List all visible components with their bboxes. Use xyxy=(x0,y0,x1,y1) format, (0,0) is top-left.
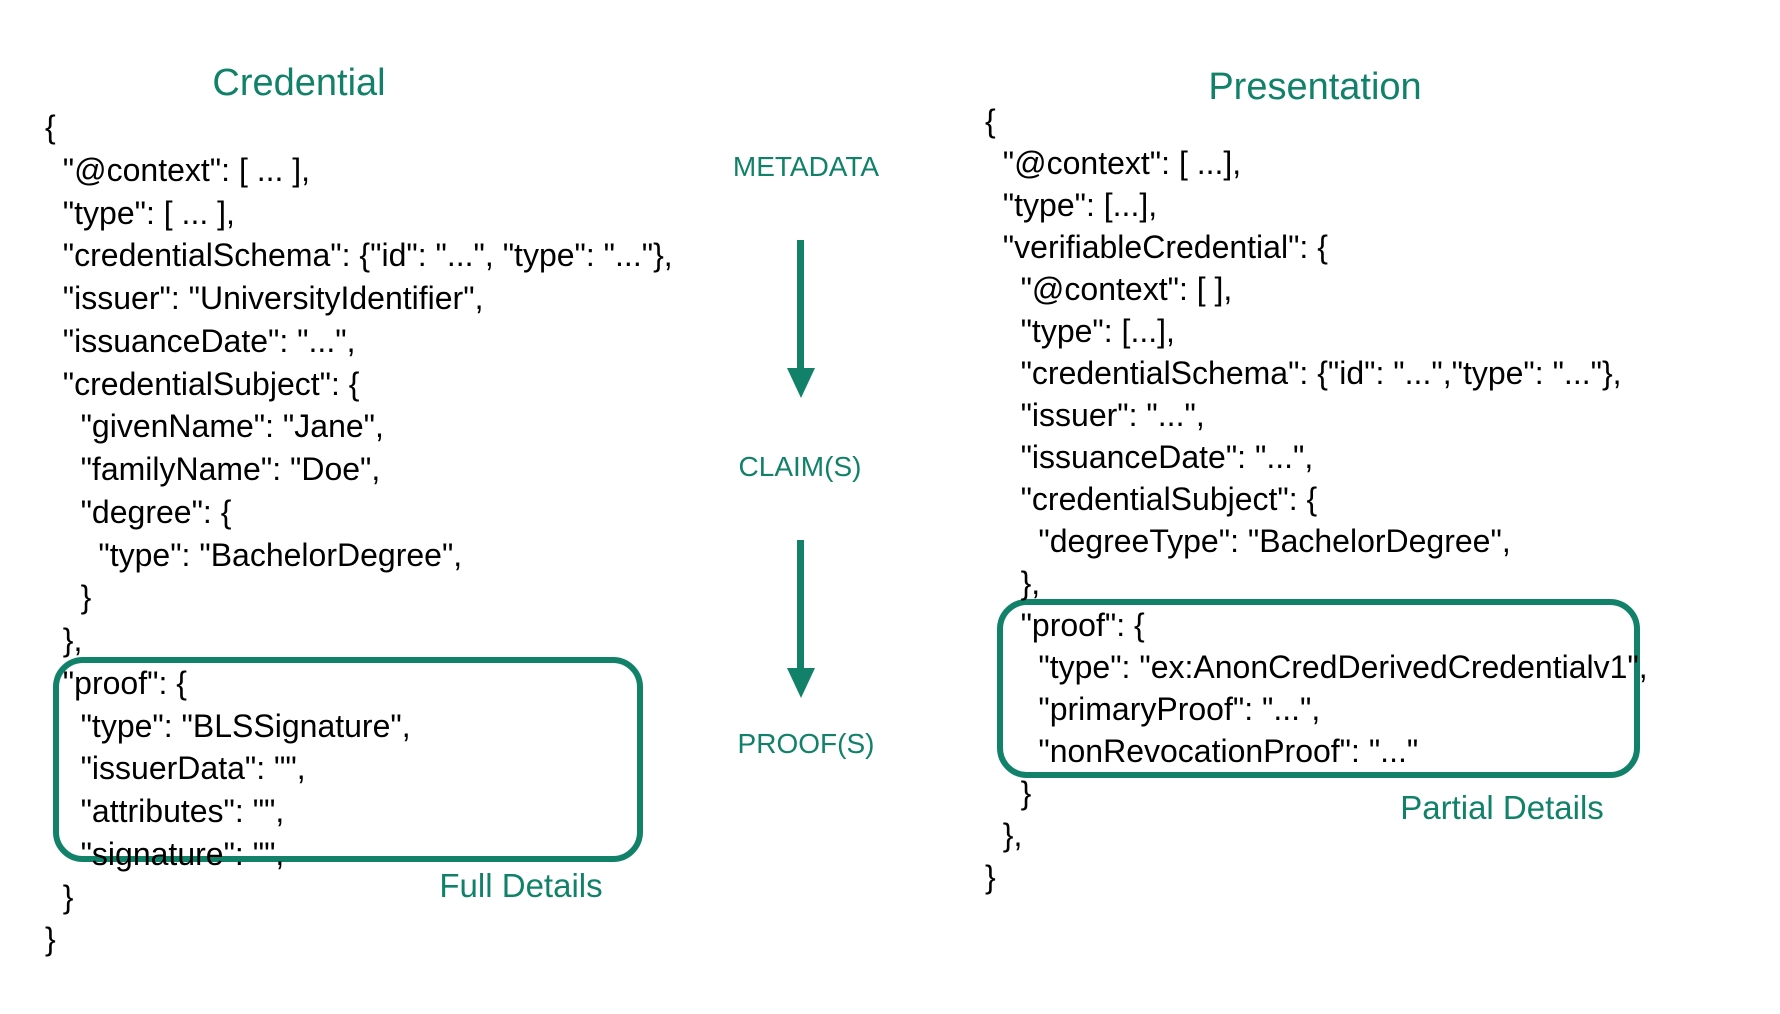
credential-title: Credential xyxy=(212,62,386,104)
credential-json-code: { "@context": [ ... ], "type": [ ... ], … xyxy=(45,109,673,958)
presentation-json-code: { "@context": [ ...], "type": [...], "ve… xyxy=(985,103,1648,895)
claims-label: CLAIM(S) xyxy=(738,451,862,482)
arrow-shaft xyxy=(797,540,804,668)
credential-proof-highlight-box xyxy=(53,657,643,862)
arrow-down-icon xyxy=(787,368,815,398)
arrow-down-icon xyxy=(787,668,815,698)
full-details-label: Full Details xyxy=(439,867,603,904)
presentation-proof-highlight-box xyxy=(997,599,1640,778)
metadata-label: METADATA xyxy=(732,151,880,182)
arrow-shaft xyxy=(797,240,804,368)
proofs-label: PROOF(S) xyxy=(737,728,875,759)
partial-details-label: Partial Details xyxy=(1400,789,1604,826)
presentation-title: Presentation xyxy=(1208,66,1422,108)
